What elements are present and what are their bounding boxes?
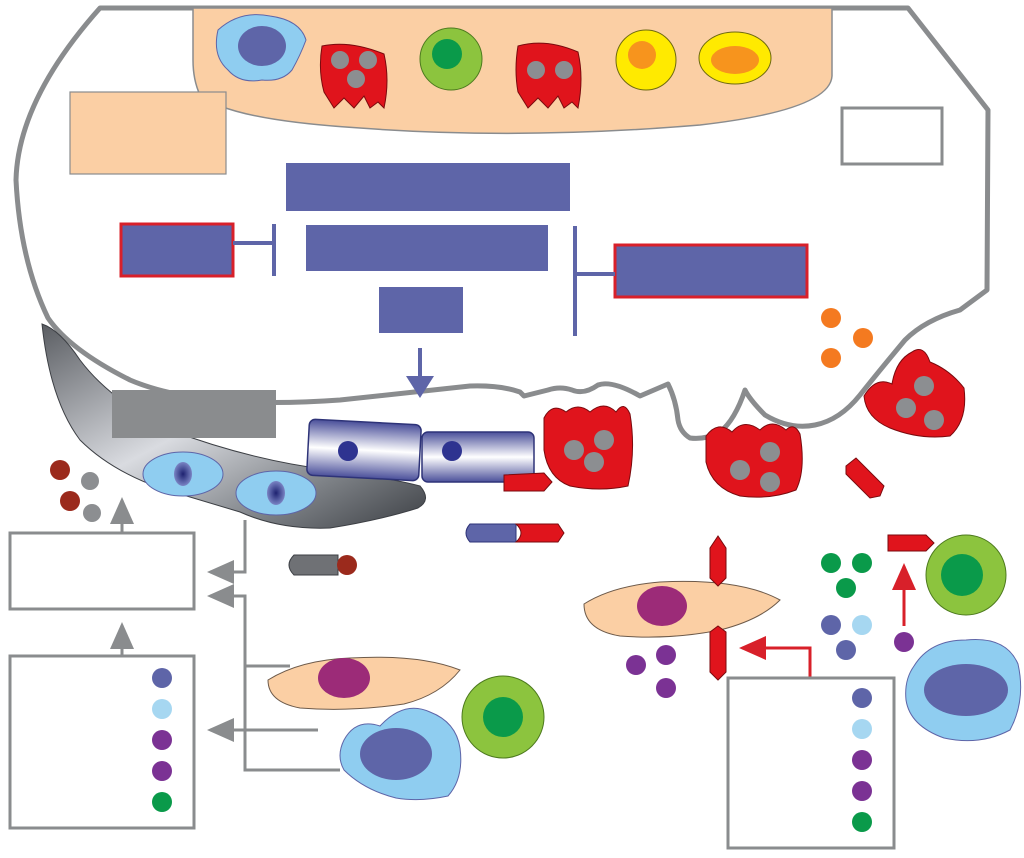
inhibitor-box-left	[119, 222, 235, 278]
purple-dot	[152, 730, 172, 750]
blue-box-small	[379, 287, 463, 333]
blue-box-top	[286, 163, 570, 211]
left-box-upper	[8, 531, 196, 611]
osteoclast-surface-1	[543, 405, 634, 490]
lining-cell-2	[421, 431, 535, 483]
green-cell-right	[925, 534, 1007, 616]
macrophage-cell-top	[215, 14, 307, 82]
purple-dot	[852, 781, 872, 801]
purple-dot	[656, 645, 676, 665]
red-receptor-1	[503, 472, 553, 492]
grey-dot	[81, 472, 99, 490]
osteoclast-surface-2	[705, 423, 803, 498]
red-receptor-vertical-bottom	[709, 625, 727, 681]
down-arrow-blue	[406, 348, 434, 398]
light-blue-dot	[152, 699, 172, 719]
osteocyte-nucleus-2	[235, 470, 317, 516]
inhibition-left	[233, 224, 276, 276]
orange-dot	[853, 328, 873, 348]
macrophage-cell-right	[905, 639, 1022, 742]
lining-cell-1	[306, 418, 422, 482]
blue-box-middle	[306, 225, 548, 271]
dark-blue-dot	[152, 668, 172, 688]
macrophage-cell-bottom-left	[339, 707, 462, 801]
red-receptor-horizontal	[887, 534, 935, 552]
stromal-cell-bottom-left	[267, 656, 461, 710]
purple-dot	[626, 655, 646, 675]
dark-red-dot	[60, 491, 80, 511]
red-arrows-right	[739, 563, 916, 678]
green-dot	[821, 553, 841, 573]
empty-label-box-top-right	[840, 106, 944, 166]
dark-blue-dot	[836, 640, 856, 660]
light-blue-dot	[852, 615, 872, 635]
stromal-cell-right	[583, 580, 781, 638]
bone-outline	[13, 5, 991, 441]
green-dot	[852, 553, 872, 573]
osteocyte-nucleus-1	[142, 451, 224, 497]
grey-arrows-left	[110, 497, 340, 772]
green-dot	[152, 792, 172, 812]
grey-label-box	[112, 390, 276, 438]
orange-dot	[821, 348, 841, 368]
purple-dot	[152, 761, 172, 781]
green-cell-top	[419, 27, 483, 91]
green-dot	[836, 578, 856, 598]
yellow-cell-top-2	[698, 31, 772, 85]
inhibitor-box-right	[613, 243, 809, 299]
osteoclast-surface-3	[863, 349, 966, 438]
orange-dot	[821, 308, 841, 328]
grey-red-complex	[288, 554, 357, 576]
osteoclast-top-1	[319, 43, 388, 110]
osteoclast-top-2	[515, 42, 582, 110]
green-dot	[852, 812, 872, 832]
light-blue-dot	[852, 719, 872, 739]
purple-dot	[852, 750, 872, 770]
dark-blue-dot	[821, 615, 841, 635]
inhibition-right	[573, 226, 615, 336]
grey-dot	[83, 504, 101, 522]
purple-dot	[656, 678, 676, 698]
dark-blue-dot	[852, 688, 872, 708]
red-receptor-vertical-top	[709, 535, 727, 587]
right-box-dot-column	[852, 688, 872, 832]
purple-dot	[894, 632, 914, 652]
peach-label-box	[69, 91, 227, 175]
yellow-cell-top-1	[615, 29, 677, 91]
blue-red-complex	[465, 523, 565, 543]
red-receptor-right-fragment	[845, 457, 885, 499]
green-cell-bottom-left	[461, 675, 545, 759]
dark-red-dot	[50, 460, 70, 480]
left-box-dot-column	[152, 668, 172, 812]
